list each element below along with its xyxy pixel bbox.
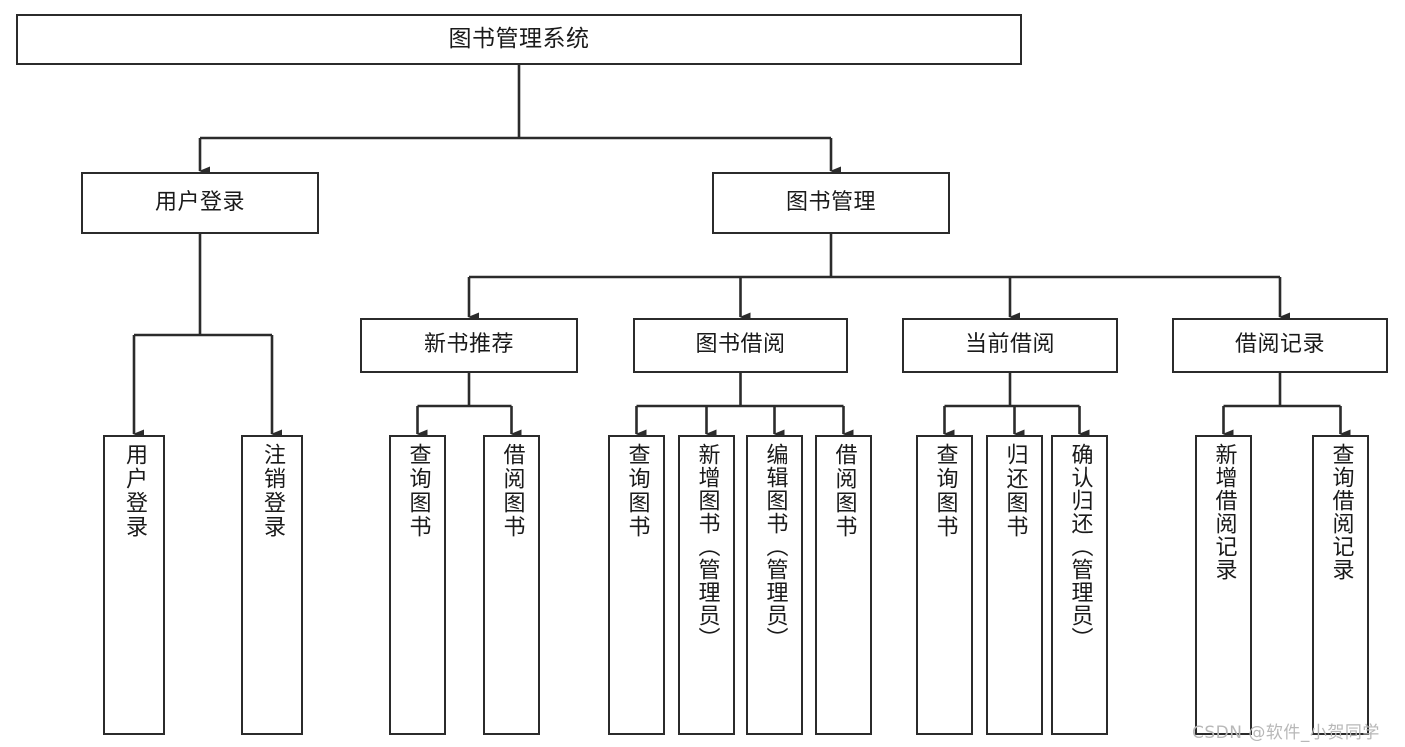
node-label: 编辑图书（管理员） bbox=[762, 443, 788, 650]
node-label: 借阅图书 bbox=[831, 443, 857, 539]
node-label: 注销登录 bbox=[260, 443, 285, 539]
node-label: 用户登录 bbox=[154, 189, 245, 215]
node-leaf-query-book-3[interactable]: 查询图书 bbox=[916, 435, 973, 735]
node-book-manage[interactable]: 图书管理 bbox=[712, 172, 950, 234]
node-leaf-add-record[interactable]: 新增借阅记录 bbox=[1195, 435, 1252, 735]
node-leaf-confirm-return[interactable]: 确认归还（管理员） bbox=[1051, 435, 1108, 735]
node-label: 图书管理系统 bbox=[448, 26, 590, 53]
node-leaf-borrow-book-2[interactable]: 借阅图书 bbox=[815, 435, 872, 735]
node-leaf-add-book[interactable]: 新增图书（管理员） bbox=[678, 435, 735, 735]
csdn-watermark: CSDN @软件_小贺同学 bbox=[1192, 723, 1380, 743]
node-leaf-return-book[interactable]: 归还图书 bbox=[986, 435, 1043, 735]
node-leaf-query-book-2[interactable]: 查询图书 bbox=[608, 435, 665, 735]
node-leaf-borrow-book-1[interactable]: 借阅图书 bbox=[483, 435, 540, 735]
node-label: 借阅记录 bbox=[1234, 332, 1325, 358]
node-label: 查询图书 bbox=[405, 443, 431, 539]
node-label: 查询图书 bbox=[624, 443, 650, 539]
node-label: 查询图书 bbox=[932, 443, 958, 539]
node-label: 归还图书 bbox=[1002, 443, 1028, 539]
connector-edges bbox=[132, 65, 1351, 439]
node-label: 新增借阅记录 bbox=[1211, 443, 1237, 581]
node-label: 用户登录 bbox=[122, 443, 147, 539]
node-label: 查询借阅记录 bbox=[1328, 443, 1354, 581]
node-leaf-logout-login[interactable]: 注销登录 bbox=[241, 435, 303, 735]
node-label: 确认归还（管理员） bbox=[1067, 443, 1093, 650]
node-new-book-recommend[interactable]: 新书推荐 bbox=[360, 318, 578, 373]
node-label: 新书推荐 bbox=[423, 332, 514, 358]
node-borrow-record[interactable]: 借阅记录 bbox=[1172, 318, 1388, 373]
node-book-borrow[interactable]: 图书借阅 bbox=[633, 318, 848, 373]
node-leaf-edit-book[interactable]: 编辑图书（管理员） bbox=[746, 435, 803, 735]
node-leaf-query-book-1[interactable]: 查询图书 bbox=[389, 435, 446, 735]
node-current-borrow[interactable]: 当前借阅 bbox=[902, 318, 1118, 373]
node-label: 当前借阅 bbox=[964, 332, 1055, 358]
node-leaf-user-login[interactable]: 用户登录 bbox=[103, 435, 165, 735]
node-label: 图书管理 bbox=[785, 189, 876, 215]
node-root-system[interactable]: 图书管理系统 bbox=[16, 14, 1022, 65]
node-user-login[interactable]: 用户登录 bbox=[81, 172, 319, 234]
node-label: 新增图书（管理员） bbox=[694, 443, 720, 650]
node-label: 借阅图书 bbox=[499, 443, 525, 539]
node-label: 图书借阅 bbox=[695, 332, 786, 358]
node-leaf-query-record[interactable]: 查询借阅记录 bbox=[1312, 435, 1369, 735]
